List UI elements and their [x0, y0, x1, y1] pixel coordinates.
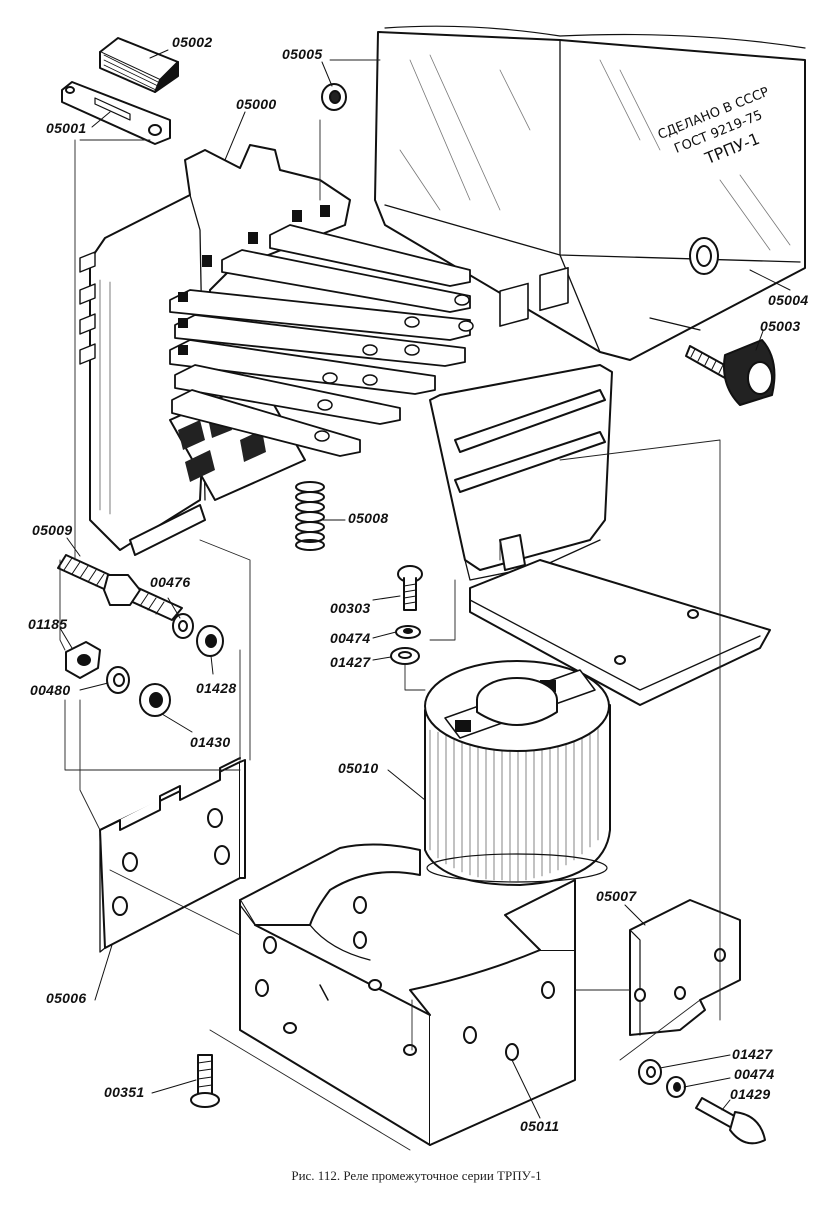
bracket-05007 — [629, 899, 741, 1036]
washer-00474-bottom — [666, 1076, 686, 1098]
label-01430: 01430 — [190, 734, 231, 750]
label-00480: 00480 — [30, 682, 71, 698]
spring-05008 — [295, 481, 325, 551]
label-05006: 05006 — [46, 990, 87, 1006]
label-00351: 00351 — [104, 1084, 145, 1100]
label-05001: 05001 — [46, 120, 87, 136]
screw-00303 — [397, 565, 423, 611]
base-05011 — [239, 843, 576, 1146]
washer-01427-bottom — [638, 1059, 662, 1085]
label-05004: 05004 — [768, 292, 809, 308]
label-01428: 01428 — [196, 680, 237, 696]
bracket-05006 — [99, 757, 246, 953]
armature-frame — [429, 266, 771, 706]
washer-00474-top — [395, 625, 421, 639]
label-05011: 05011 — [520, 1118, 560, 1134]
nut-01185 — [65, 641, 101, 679]
coil-05010 — [424, 660, 611, 886]
washer-05005 — [321, 83, 347, 111]
screw-05003 — [685, 339, 776, 406]
label-00474-top: 00474 — [330, 630, 371, 646]
screw-00351 — [190, 1054, 220, 1108]
label-05010: 05010 — [338, 760, 379, 776]
label-01185: 01185 — [28, 616, 68, 632]
label-05003: 05003 — [760, 318, 801, 334]
label-05002: 05002 — [172, 34, 213, 50]
label-00476: 00476 — [150, 574, 191, 590]
label-01429: 01429 — [730, 1086, 771, 1102]
label-00474-bottom: 00474 — [734, 1066, 775, 1082]
figure-caption: Рис. 112. Реле промежуточное серии ТРПУ-… — [291, 1168, 542, 1183]
washer-00480 — [106, 666, 130, 694]
label-00303: 00303 — [330, 600, 371, 616]
assembly-lines — [59, 59, 721, 1151]
washer-01430 — [139, 683, 171, 717]
stud-05009 — [57, 554, 183, 621]
label-01427-bottom: 01427 — [732, 1046, 773, 1062]
label-05009: 05009 — [32, 522, 73, 538]
terminal-05001 — [61, 81, 171, 145]
label-05008: 05008 — [348, 510, 389, 526]
cover-05004: СДЕЛАНО В СССР ГОСТ 9219-75 ТРПУ-1 — [374, 25, 806, 361]
label-01427-top: 01427 — [330, 654, 371, 670]
washer-01427-top — [390, 647, 420, 665]
label-05005: 05005 — [282, 46, 323, 62]
label-05007: 05007 — [596, 888, 637, 904]
label-05000: 05000 — [236, 96, 277, 112]
leader-lines — [59, 49, 791, 1119]
screw-01429 — [695, 1097, 766, 1145]
insulator-05002 — [99, 37, 179, 93]
contact-block-05000 — [79, 144, 474, 556]
washer-01428 — [196, 625, 224, 657]
washer-00476 — [172, 613, 194, 639]
